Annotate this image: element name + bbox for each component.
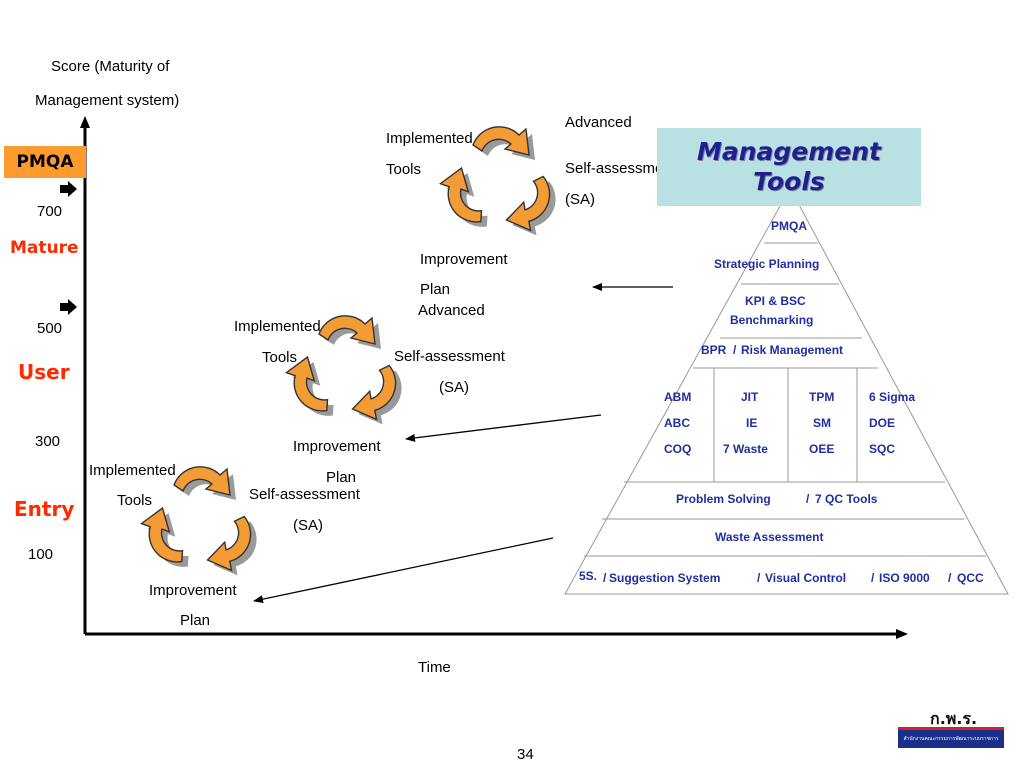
cycle-label-tools: Tools (386, 161, 422, 178)
pyramid-problem-solving: Problem Solving (676, 492, 771, 506)
cycle-label-advanced: Advanced (418, 302, 485, 319)
level-mature: Mature (10, 238, 79, 258)
tick-700: 700 (37, 203, 63, 220)
cycle-label-plan: Plan (420, 281, 451, 298)
pyramid-qcc: QCC (957, 571, 984, 585)
cycle-label-self-assessment: Self-assessment (565, 160, 676, 177)
pyramid-pmqa: PMQA (771, 219, 807, 233)
cycle-label-self-assessment: Self-assessment (249, 486, 360, 503)
pyramid-sm: SM (813, 416, 831, 430)
tools-pyramid (564, 186, 1009, 595)
x-axis (85, 629, 908, 639)
tools-title-line1: Management (696, 137, 882, 166)
pyramid-suggestion-system: Suggestion System (609, 571, 721, 585)
pyramid-slash: / (948, 571, 952, 585)
connector-arrow (253, 537, 554, 604)
pyramid-7-waste: 7 Waste (723, 442, 768, 456)
cycle-label-advanced: Advanced (565, 114, 632, 131)
connector-arrow (405, 414, 602, 442)
pyramid-tpm: TPM (809, 390, 835, 404)
cycle-label-sa: (SA) (565, 191, 595, 208)
pyramid-slash: / (733, 343, 737, 357)
cycle-label-tools: Tools (262, 349, 298, 366)
tick-100: 100 (28, 546, 54, 563)
cycle-icon (137, 466, 266, 580)
cycle-label-implemented: Implemented (89, 462, 176, 479)
tick-500: 500 (37, 320, 63, 337)
pmqa-level-badge: PMQA (4, 146, 86, 178)
cycle-label-self-assessment: Self-assessment (394, 348, 505, 365)
pyramid-risk-management: Risk Management (741, 343, 844, 357)
page-number: 34 (517, 746, 534, 763)
cycle-label-sa: (SA) (439, 379, 469, 396)
pyramid-strategic-planning: Strategic Planning (714, 257, 820, 271)
cycle-label-implemented: Implemented (234, 318, 321, 335)
pyramid-benchmarking: Benchmarking (730, 313, 814, 327)
pyramid-waste-assessment: Waste Assessment (715, 530, 824, 544)
level-entry: Entry (14, 497, 75, 521)
pyramid-slash: / (603, 571, 607, 585)
pyramid-slash: / (806, 492, 810, 506)
pyramid-6-sigma: 6 Sigma (869, 390, 916, 404)
cycle-label-improvement: Improvement (293, 438, 381, 455)
pyramid-visual-control: Visual Control (765, 571, 847, 585)
cycle-label-sa: (SA) (293, 517, 323, 534)
tools-title-line2: Tools (753, 167, 825, 196)
pyramid-slash: / (757, 571, 761, 585)
pyramid-iso-9000: ISO 9000 (879, 571, 930, 585)
cycle-label-implemented: Implemented (386, 130, 473, 147)
level-pointer-icon (60, 299, 77, 315)
y-axis-title-line2: Management system) (35, 92, 180, 109)
cycle-label-tools: Tools (117, 492, 153, 509)
pyramid-oee: OEE (809, 442, 835, 456)
pyramid-doe: DOE (869, 416, 896, 430)
level-pointer-icon (60, 181, 77, 197)
pyramid-kpi-bsc: KPI & BSC (745, 294, 806, 308)
pyramid-bpr: BPR (701, 343, 727, 357)
management-tools-title: Management Tools (657, 128, 921, 206)
tick-300: 300 (35, 433, 61, 450)
pyramid-5s: 5S. (579, 569, 598, 583)
y-axis-title-line1: Score (Maturity of (51, 58, 170, 75)
cycle-label-improvement: Improvement (420, 251, 508, 268)
y-axis (80, 116, 90, 634)
pyramid-jit: JIT (741, 390, 759, 404)
pyramid-abc: ABC (664, 416, 690, 430)
cycle-label-plan: Plan (180, 612, 211, 629)
org-logo-text: ก.พ.ร. (930, 709, 978, 728)
pyramid-ie: IE (746, 416, 758, 430)
org-logo-band: สำนักงานคณะกรรมการพัฒนาระบบราชการ (898, 727, 1004, 748)
pyramid-coq: COQ (664, 442, 692, 456)
x-axis-title: Time (418, 659, 451, 676)
pyramid-abm: ABM (664, 390, 692, 404)
cycle-label-plan: Plan (326, 469, 357, 486)
pyramid-7-qc-tools: 7 QC Tools (815, 492, 878, 506)
pyramid-slash: / (871, 571, 875, 585)
pyramid-sqc: SQC (869, 442, 896, 456)
cycle-label-improvement: Improvement (149, 582, 237, 599)
level-user: User (18, 360, 70, 384)
